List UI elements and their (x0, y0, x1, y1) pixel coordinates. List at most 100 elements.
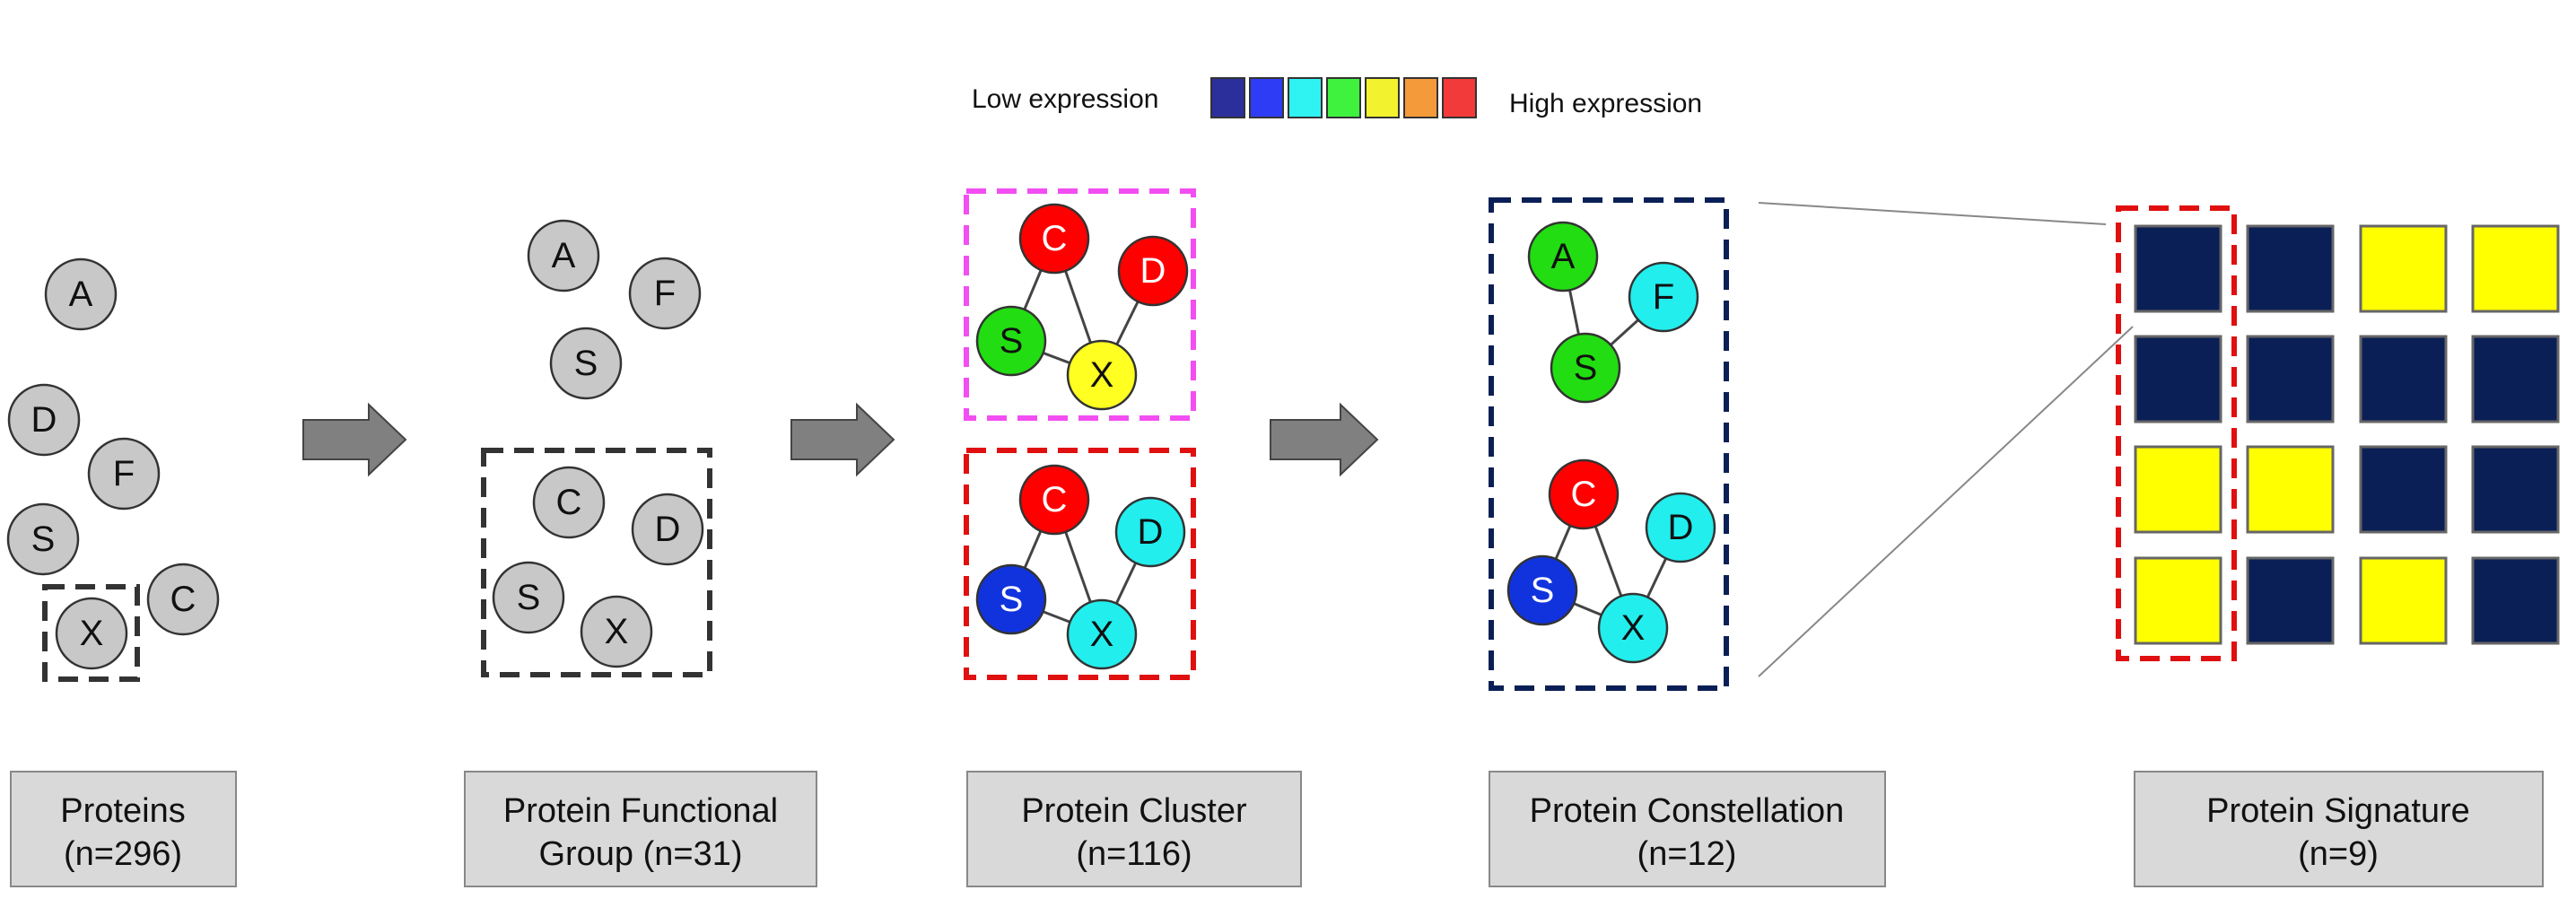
node-label: S (1531, 571, 1555, 610)
expression-legend: Low expression High expression (972, 77, 1702, 118)
signature-cell (2134, 556, 2222, 645)
stage-proteins-nodes: A D F S C X (6, 257, 220, 682)
label-line-2: Group (n=31) (538, 835, 742, 873)
label-box (2134, 771, 2544, 887)
node-label: S (1574, 348, 1598, 388)
label-line-1: Protein Constellation (1530, 792, 1845, 830)
node-label: A (1551, 237, 1576, 276)
selection-box (42, 584, 140, 682)
zoom-line-top (1758, 202, 2107, 225)
label-line-1: Protein Cluster (1021, 792, 1247, 830)
node-circle (44, 257, 118, 331)
legend-swatch-2 (1249, 77, 1284, 118)
functional-group-box (481, 448, 712, 677)
signature-cell (2246, 224, 2335, 313)
node-circle (532, 466, 606, 539)
node-label: C (1571, 475, 1597, 514)
node-label: S (517, 578, 541, 617)
stage-functional-group-nodes: A F S C D S X (481, 219, 712, 677)
stage-label-constellation: Protein Constellation (n=12) (1489, 771, 1886, 887)
node-circle (7, 383, 81, 457)
signature-cell (2134, 335, 2222, 423)
node-label: A (69, 275, 93, 314)
stage-label-proteins: Proteins (n=296) (10, 771, 237, 887)
node-circle (628, 257, 702, 330)
signature-column-highlight (2116, 205, 2237, 661)
legend-swatch-6 (1403, 77, 1438, 118)
label-line-1: Protein Signature (2206, 792, 2470, 830)
node-label: D (1138, 512, 1164, 552)
signature-cell (2359, 224, 2448, 313)
node-label: X (1621, 608, 1646, 648)
protein-node: S (492, 561, 565, 634)
signature-cell (2246, 556, 2335, 645)
signature-cell (2359, 335, 2448, 423)
stage-label-signature: Protein Signature (n=9) (2134, 771, 2544, 887)
protein-node: D (7, 383, 81, 457)
node-label: D (1140, 251, 1166, 291)
protein-node: D (1645, 492, 1716, 563)
legend-low-label: Low expression (972, 84, 1158, 114)
legend-swatch-1 (1210, 77, 1245, 118)
node-circle (1117, 235, 1189, 307)
label-line-2: (n=12) (1637, 835, 1737, 873)
node-circle (6, 502, 80, 576)
node-label: S (1000, 580, 1024, 619)
node-label: A (552, 236, 576, 275)
signature-cell (2359, 445, 2448, 534)
label-line-1: Proteins (60, 792, 185, 830)
node-label: X (80, 614, 104, 653)
signature-grid (2134, 224, 2560, 645)
protein-node: X (580, 595, 653, 668)
protein-node: X (1066, 598, 1138, 670)
node-circle (549, 327, 623, 400)
protein-node: X (1597, 592, 1669, 664)
node-circle (1018, 464, 1090, 536)
protein-node: C (1548, 458, 1620, 530)
label-line-2: (n=9) (2298, 835, 2379, 873)
protein-node: S (1506, 554, 1578, 626)
node-label: F (1653, 277, 1674, 317)
signature-cell (2134, 224, 2222, 313)
protein-node: D (1114, 496, 1186, 568)
node-circle (1548, 458, 1620, 530)
node-label: D (1668, 508, 1694, 547)
node-circle (1066, 339, 1138, 411)
protein-node: S (975, 305, 1047, 377)
arrow-2 (790, 402, 895, 477)
node-circle (1018, 203, 1090, 275)
legend-high-label: High expression (1509, 89, 1702, 118)
protein-node: S (1550, 332, 1621, 404)
label-line-2: (n=116) (1076, 835, 1192, 873)
constellation-box (1489, 197, 1729, 691)
node-circle (975, 563, 1047, 635)
protein-node: F (1628, 261, 1699, 333)
protein-node: F (87, 437, 161, 511)
label-box (10, 771, 237, 887)
protein-node: C (146, 563, 220, 636)
label-line-2: (n=296) (64, 835, 182, 873)
protein-node: A (1527, 221, 1599, 292)
node-circle (1506, 554, 1578, 626)
stage-label-functional-group: Protein Functional Group (n=31) (464, 771, 817, 887)
node-circle (1550, 332, 1621, 404)
legend-swatch-5 (1365, 77, 1400, 118)
stage-label-cluster: Protein Cluster (n=116) (966, 771, 1302, 887)
node-circle (631, 493, 704, 566)
node-label: C (170, 580, 196, 619)
protein-node: C (1018, 203, 1090, 275)
node-label: C (556, 483, 582, 522)
protein-node: C (1018, 464, 1090, 536)
protein-node: X (55, 597, 128, 670)
stage-labels: Proteins (n=296) Protein Functional Grou… (10, 771, 2544, 887)
legend-swatch-4 (1326, 77, 1361, 118)
label-box (1489, 771, 1886, 887)
label-box (464, 771, 817, 887)
legend-swatch-7 (1442, 77, 1477, 118)
node-label: C (1042, 219, 1068, 258)
node-circle (1597, 592, 1669, 664)
protein-node: S (6, 502, 80, 576)
protein-node: D (1117, 235, 1189, 307)
label-box (966, 771, 1302, 887)
